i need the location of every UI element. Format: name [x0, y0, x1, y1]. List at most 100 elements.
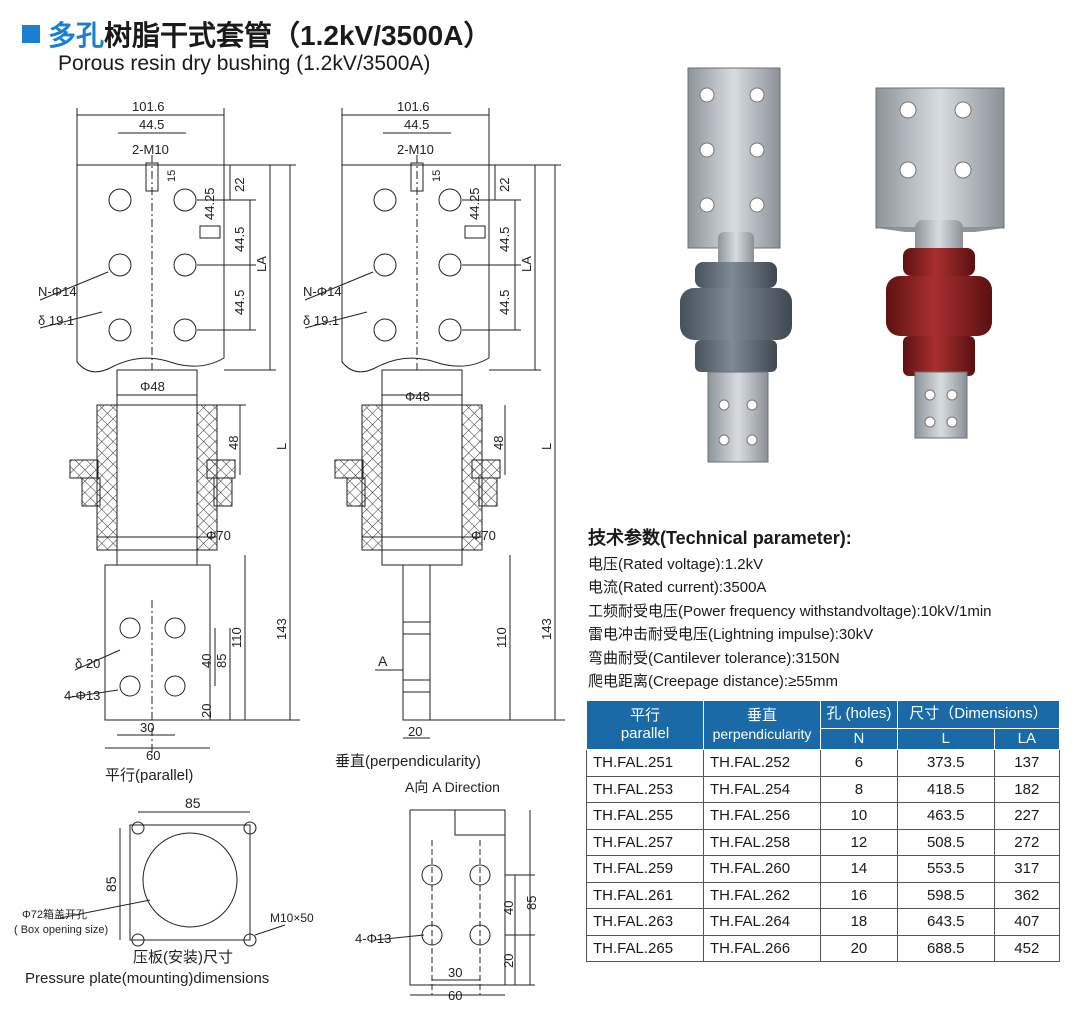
dim-label: 110: [229, 627, 244, 648]
dim-label: Φ70: [206, 528, 231, 543]
dim-label: 143: [539, 618, 554, 640]
table-cell: 463.5: [896, 802, 995, 830]
dim-label: LA: [254, 256, 269, 272]
table-cell: TH.FAL.258: [703, 828, 821, 856]
dim-label: 40: [501, 901, 516, 915]
header-holes: 孔 (holes): [820, 700, 898, 729]
table-cell: TH.FAL.254: [703, 775, 821, 803]
drawing-parallel-labels: 101.6 44.5 2-M10 15 22 44.25 44.5 44.5 L…: [38, 99, 289, 784]
dim-label: 101.6: [397, 99, 430, 114]
table-cell: 418.5: [896, 775, 995, 803]
table-cell: TH.FAL.263: [586, 908, 704, 936]
product-photo-red: [875, 87, 1005, 439]
table-cell: TH.FAL.255: [586, 802, 704, 830]
page-title: 多孔树脂干式套管（1.2kV/3500A）: [22, 14, 491, 54]
table-cell: TH.FAL.253: [586, 775, 704, 803]
dim-label: 85: [524, 896, 539, 910]
dim-label: 85: [103, 876, 119, 892]
drawing-caption: A向 A Direction: [405, 779, 500, 795]
table-cell: 598.5: [896, 881, 995, 909]
technical-parameters: 技术参数(Technical parameter): 电压(Rated volt…: [588, 527, 992, 694]
drawing-parallel: [39, 108, 300, 760]
table-cell: 10: [820, 802, 898, 830]
dim-label: N-Φ14: [303, 284, 342, 299]
table-cell: 452: [993, 934, 1061, 962]
table-cell: 182: [993, 775, 1061, 803]
title-highlight: 多孔: [48, 20, 105, 51]
table-cell: TH.FAL.260: [703, 855, 821, 883]
table-cell: TH.FAL.259: [586, 855, 704, 883]
table-cell: TH.FAL.256: [703, 802, 821, 830]
pressure-plate-drawing: [59, 811, 286, 947]
table-cell: 227: [993, 802, 1061, 830]
dim-label: 4-Φ13: [355, 931, 391, 946]
dim-label: 60: [448, 988, 462, 1003]
dim-label: 44.25: [467, 187, 482, 220]
table-cell: TH.FAL.262: [703, 881, 821, 909]
dim-label: Φ72箱盖开孔: [22, 907, 87, 921]
table-cell: 8: [820, 775, 898, 803]
dim-label: N-Φ14: [38, 284, 77, 299]
param-creepage: 爬电距离(Creepage distance):≥55mm: [588, 673, 838, 690]
dim-label: 22: [232, 178, 247, 192]
table-cell: 20: [820, 934, 898, 962]
pressure-plate-labels: 85 85 Φ72箱盖开孔 ( Box opening size) M10×50…: [14, 795, 314, 987]
param-cantilever: 弯曲耐受(Cantilever tolerance):3150N: [588, 649, 840, 667]
table-cell: 317: [993, 855, 1061, 883]
dim-label: 22: [497, 178, 512, 192]
dim-label: 101.6: [132, 99, 165, 114]
dim-label: 44.25: [202, 187, 217, 220]
dim-label: 20: [199, 704, 214, 718]
dim-label: L: [539, 443, 554, 450]
dim-label: Φ70: [471, 528, 496, 543]
dim-label: LA: [519, 256, 534, 272]
dim-label: 44.5: [497, 227, 512, 252]
header-text: perpendicularity: [712, 726, 812, 742]
table-cell: TH.FAL.257: [586, 828, 704, 856]
header-n: N: [820, 727, 898, 751]
table-cell: 18: [820, 908, 898, 936]
drawing-perpendicular: [304, 108, 565, 739]
dim-label: 48: [491, 436, 506, 450]
table-cell: 643.5: [896, 908, 995, 936]
dim-label: ( Box opening size): [14, 924, 108, 936]
table-cell: 362: [993, 881, 1061, 909]
dim-label: 30: [140, 720, 154, 735]
drawing-perpendicular-labels: 101.6 44.5 2-M10 15 22 44.25 44.5 44.5 L…: [303, 99, 554, 770]
dim-label: 85: [185, 795, 201, 811]
product-photo-gray: [680, 67, 792, 463]
dim-label: 40: [199, 654, 214, 668]
dim-label: 44.5: [232, 290, 247, 315]
dim-label: 44.5: [404, 117, 429, 132]
dim-label: M10×50: [270, 911, 314, 925]
param-rated-voltage: 电压(Rated voltage):1.2kV: [588, 555, 764, 573]
header-text: parallel: [620, 725, 670, 742]
table-cell: 508.5: [896, 828, 995, 856]
table-cell: 272: [993, 828, 1061, 856]
dim-label: 20: [408, 724, 422, 739]
header-text: 垂直: [746, 707, 777, 724]
table-cell: TH.FAL.261: [586, 881, 704, 909]
view-marker-a: A: [378, 653, 388, 669]
table-cell: TH.FAL.251: [586, 749, 704, 777]
dim-label: L: [274, 443, 289, 450]
dim-label: 48: [226, 436, 241, 450]
table-cell: 553.5: [896, 855, 995, 883]
dim-label: 143: [274, 618, 289, 640]
dim-label: 85: [214, 654, 229, 668]
upper-holes: [108, 188, 197, 342]
table-cell: 6: [820, 749, 898, 777]
dim-label: 44.5: [232, 227, 247, 252]
dim-label: 30: [448, 965, 462, 980]
dim-label: 110: [494, 627, 509, 648]
dim-label: 15: [166, 170, 178, 182]
